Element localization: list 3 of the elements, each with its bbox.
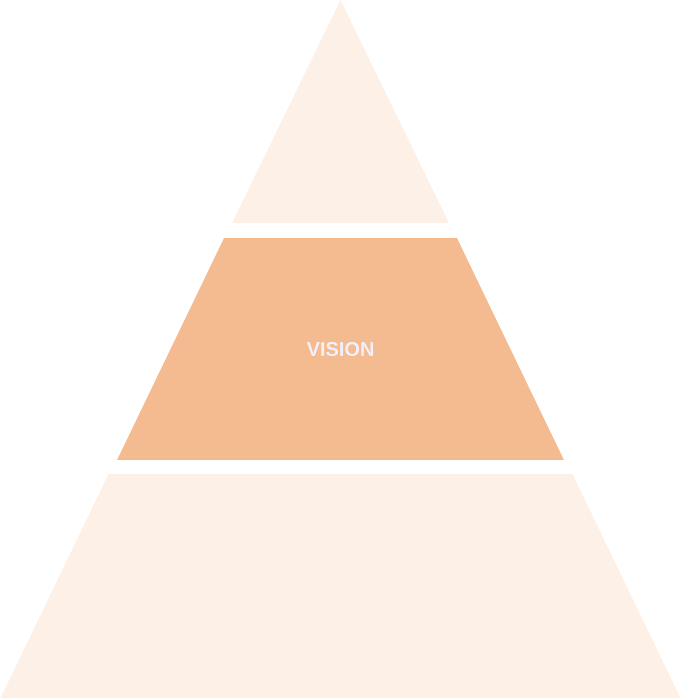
pyramid-tier: VISION (117, 238, 564, 460)
pyramid-apex (232, 0, 449, 223)
pyramid-tier (0, 474, 680, 698)
